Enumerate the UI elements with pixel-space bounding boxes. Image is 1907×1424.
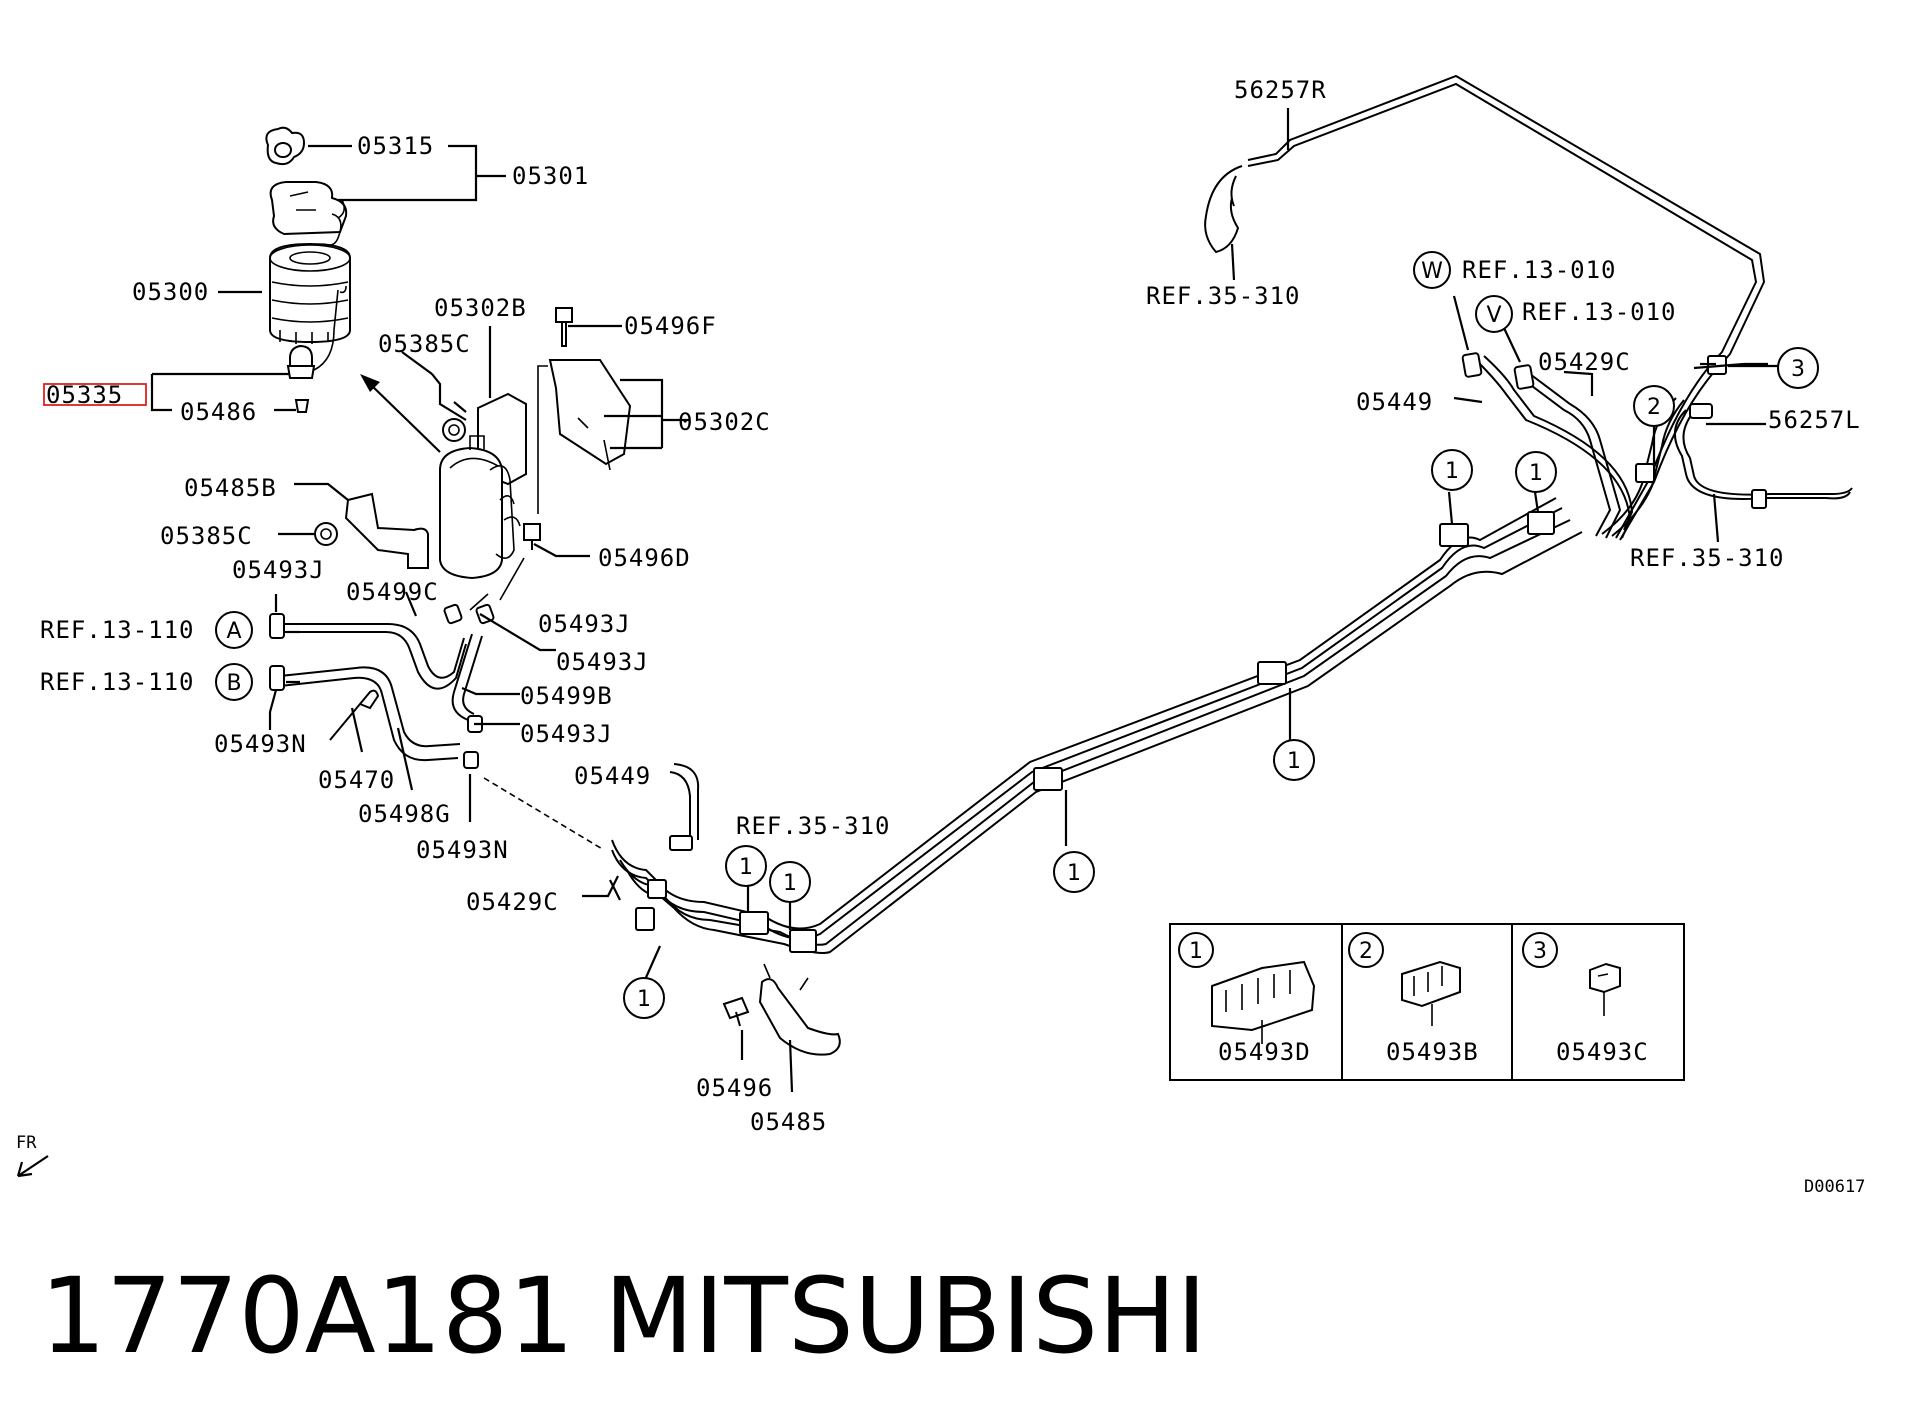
line-clamps [635,355,1727,953]
legend-part-3: 05493C [1556,1038,1649,1066]
highlighted-part-05335[interactable]: 05335 [43,381,147,409]
diagram-code: D00617 [1804,1177,1865,1197]
fuel-filter-assembly [265,126,351,413]
label-05493n-a: 05493N [214,730,307,758]
legend-table: 1 05493D 2 05493B 3 05493C [1169,923,1685,1081]
label-05335: 05335 [46,381,123,409]
leader-lines-right [582,108,1782,1093]
label-05302c: 05302C [678,408,771,436]
callout-1-a: 1 [1445,459,1459,484]
clamp-05493b-icon [1401,960,1461,1008]
label-05470: 05470 [318,766,395,794]
label-05493j-b: 05493J [538,610,631,638]
ref-35-310-right: REF.35-310 [1630,544,1785,572]
ref-13-010-w: REF.13-010 [1462,256,1617,284]
label-05499b: 05499B [520,682,613,710]
callout-3: 3 [1791,357,1805,382]
legend-index-3: 3 [1533,939,1547,964]
callout-1-b: 1 [1529,461,1543,486]
hoses [269,603,495,769]
leader-lines-hoses [268,591,605,851]
label-05300: 05300 [132,278,209,306]
label-05493j-a: 05493J [232,556,325,584]
clamp-05493c-icon [1589,962,1621,994]
callout-circles: A B W V 3 2 1 1 1 1 1 1 1 [215,251,1819,1019]
label-05493j-c: 05493J [556,648,649,676]
callout-1-d: 1 [1067,861,1081,886]
label-05485b: 05485B [184,474,277,502]
label-05385c-top: 05385C [378,330,471,358]
label-05429c-bot: 05429C [466,888,559,916]
brand-title: MITSUBISHI [604,1255,1207,1377]
label-05429c-top: 05429C [1538,348,1631,376]
label-05496d: 05496D [598,544,691,572]
front-arrow-icon [16,1155,49,1178]
label-05485: 05485 [750,1108,827,1136]
leader-lines-left [150,144,506,453]
highlight-box [43,383,147,406]
callout-w: W [1421,259,1443,284]
legend-part-2: 05493B [1386,1038,1479,1066]
fuel-lines [611,74,1853,1056]
label-05449-top: 05449 [1356,388,1433,416]
ref-35-310-top: REF.35-310 [1146,282,1301,310]
callout-a: A [226,619,241,644]
legend-part-1: 05493D [1218,1038,1311,1066]
label-56257r: 56257R [1234,76,1327,104]
legend-index-2: 2 [1359,939,1373,964]
label-05499c: 05499C [346,578,439,606]
label-05449-bot: 05449 [574,762,651,790]
direction-marker: FR [16,1133,49,1178]
label-05315: 05315 [357,132,434,160]
label-05498g: 05498G [358,800,451,828]
callout-2: 2 [1647,395,1661,420]
callout-1-g: 1 [637,987,651,1012]
label-05496f: 05496F [624,312,717,340]
label-05496: 05496 [696,1074,773,1102]
label-05301: 05301 [512,162,589,190]
ref-13-110-a: REF.13-110 [40,616,195,644]
callout-b: B [226,671,241,696]
ref-13-110-b: REF.13-110 [40,668,195,696]
callout-1-e: 1 [739,855,753,880]
callout-1-c: 1 [1287,749,1301,774]
callout-v: V [1486,303,1501,328]
label-05493n-b: 05493N [416,836,509,864]
label-05486: 05486 [180,398,257,426]
ref-13-010-v: REF.13-010 [1522,298,1677,326]
clamp-05493d-icon [1211,960,1316,1032]
legend-index-1: 1 [1189,939,1203,964]
part-number-title: 1770A181 [40,1255,574,1377]
label-05385c-bot: 05385C [160,522,253,550]
label-05493j-d: 05493J [520,720,613,748]
bracket-assembly [314,307,632,611]
label-05302b: 05302B [434,294,527,322]
callout-1-f: 1 [783,871,797,896]
leader-lines-bracket [278,324,690,558]
direction-label: FR [16,1133,37,1153]
part-labels: 05315 05301 05300 05486 05302B 05385C 05… [40,76,1861,1136]
label-56257l: 56257L [1768,406,1861,434]
ref-35-310-mid: REF.35-310 [736,812,891,840]
